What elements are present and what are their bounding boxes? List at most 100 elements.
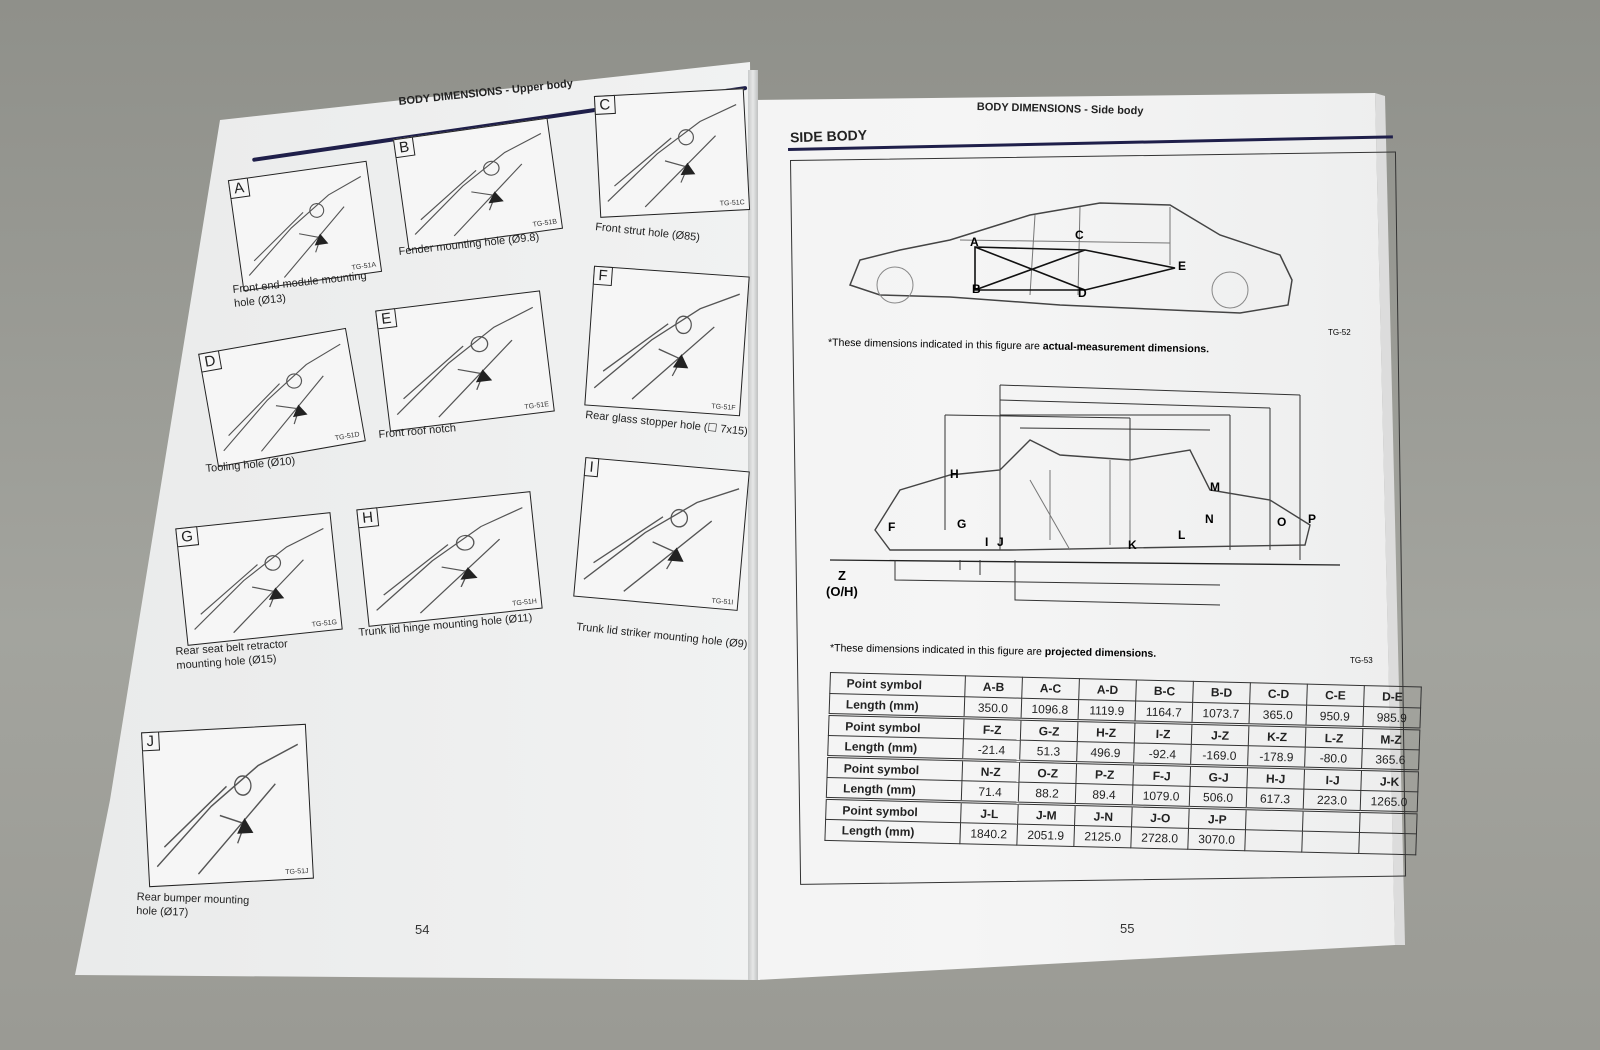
panel-letter: I: [583, 457, 600, 478]
page-number-right: 55: [1120, 921, 1135, 936]
symbol-cell: H-Z: [1077, 720, 1135, 743]
symbol-cell: J-M: [1017, 803, 1076, 826]
figure-tag: TG-53: [1350, 656, 1373, 665]
symbol-cell: I-Z: [1134, 721, 1192, 745]
point-label-k: K: [1128, 538, 1137, 552]
part-drawing: [583, 488, 740, 592]
symbol-cell: [1359, 811, 1418, 834]
length-cell: [1358, 832, 1417, 855]
part-drawing: [607, 104, 737, 208]
part-drawing: [376, 507, 523, 614]
length-cell: 1164.7: [1134, 700, 1193, 724]
panel-letter: G: [175, 526, 199, 548]
point-label-j: J: [997, 535, 1004, 549]
length-cell: 1840.2: [959, 822, 1018, 846]
symbol-cell: A-B: [964, 675, 1023, 699]
symbol-cell: F-J: [1132, 763, 1191, 787]
length-cell: 2125.0: [1073, 825, 1132, 848]
length-cell: 51.3: [1019, 740, 1078, 763]
symbol-cell: J-Z: [1191, 723, 1249, 746]
side-body-figure-projected: [830, 384, 1341, 606]
part-drawing: [248, 176, 362, 278]
panel-tag: TG-51J: [285, 867, 309, 877]
point-label-b: B: [972, 282, 981, 296]
part-drawing: [156, 743, 299, 875]
symbol-cell: J-P: [1188, 807, 1247, 830]
symbol-cell: G-Z: [1020, 719, 1079, 742]
part-drawing: [396, 306, 534, 418]
length-cell: 88.2: [1018, 782, 1076, 805]
row-header: Length (mm): [824, 819, 961, 844]
symbol-cell: J-K: [1360, 769, 1419, 792]
length-cell: 223.0: [1303, 789, 1361, 812]
point-label-c: C: [1075, 228, 1084, 242]
length-cell: -80.0: [1304, 747, 1363, 770]
note-bold: projected dimensions.: [1044, 645, 1157, 660]
length-cell: 1079.0: [1132, 784, 1190, 808]
panel-tag: TG-51C: [719, 199, 745, 208]
symbol-cell: N-Z: [961, 759, 1020, 783]
figure-panel-c: C TG-51C: [593, 88, 751, 218]
length-cell: 89.4: [1075, 783, 1133, 806]
length-cell: 1073.7: [1191, 702, 1250, 725]
z-label: Z: [838, 568, 846, 583]
point-label-l: L: [1178, 528, 1186, 542]
length-cell: 506.0: [1189, 786, 1247, 809]
symbol-cell: B-C: [1135, 679, 1194, 703]
part-drawing: [223, 343, 341, 452]
symbol-cell: F-Z: [963, 717, 1022, 741]
length-cell: 496.9: [1076, 741, 1135, 764]
point-label-i: I: [985, 535, 989, 549]
length-cell: 365.6: [1361, 748, 1420, 771]
length-cell: -169.0: [1190, 744, 1249, 767]
point-label-n: N: [1205, 512, 1214, 526]
page-number-left: 54: [415, 922, 430, 937]
length-cell: -21.4: [962, 738, 1021, 762]
length-cell: [1301, 831, 1360, 854]
point-label-o: O: [1277, 515, 1287, 529]
length-cell: 1119.9: [1078, 699, 1136, 722]
point-label-e: E: [1178, 259, 1187, 273]
symbol-cell: P-Z: [1075, 762, 1134, 785]
length-cell: 3070.0: [1187, 828, 1246, 851]
panel-letter: A: [227, 177, 251, 200]
length-cell: [1244, 829, 1303, 853]
symbol-cell: A-C: [1021, 677, 1080, 700]
figure-tag: TG-52: [1328, 328, 1351, 337]
symbol-cell: J-N: [1074, 804, 1133, 827]
panel-letter: J: [141, 731, 160, 752]
length-cell: 350.0: [964, 696, 1022, 720]
length-cell: 617.3: [1246, 787, 1304, 811]
figure-panel-j: J TG-51J: [141, 723, 314, 888]
symbol-cell: H-J: [1246, 766, 1305, 790]
symbol-cell: [1302, 810, 1361, 833]
symbol-cell: M-Z: [1362, 727, 1420, 750]
symbol-cell: C-D: [1249, 682, 1308, 706]
length-cell: 71.4: [961, 780, 1019, 804]
panel-letter: D: [198, 350, 222, 373]
section-title: SIDE BODY: [789, 126, 868, 146]
symbol-cell: K-Z: [1248, 724, 1306, 748]
panel-letter: H: [356, 507, 380, 529]
symbol-cell: O-Z: [1018, 761, 1077, 784]
point-label-a: A: [970, 235, 979, 249]
length-cell: 985.9: [1362, 706, 1421, 729]
panel-letter: C: [593, 94, 616, 115]
length-cell: -178.9: [1247, 745, 1306, 769]
panel-letter: F: [592, 265, 614, 287]
length-cell: 950.9: [1305, 705, 1364, 728]
point-label-p: P: [1308, 512, 1317, 526]
panel-letter: E: [375, 308, 398, 330]
part-drawing: [593, 293, 740, 400]
symbol-cell: B-D: [1192, 681, 1251, 704]
length-cell: 2051.9: [1016, 824, 1075, 847]
